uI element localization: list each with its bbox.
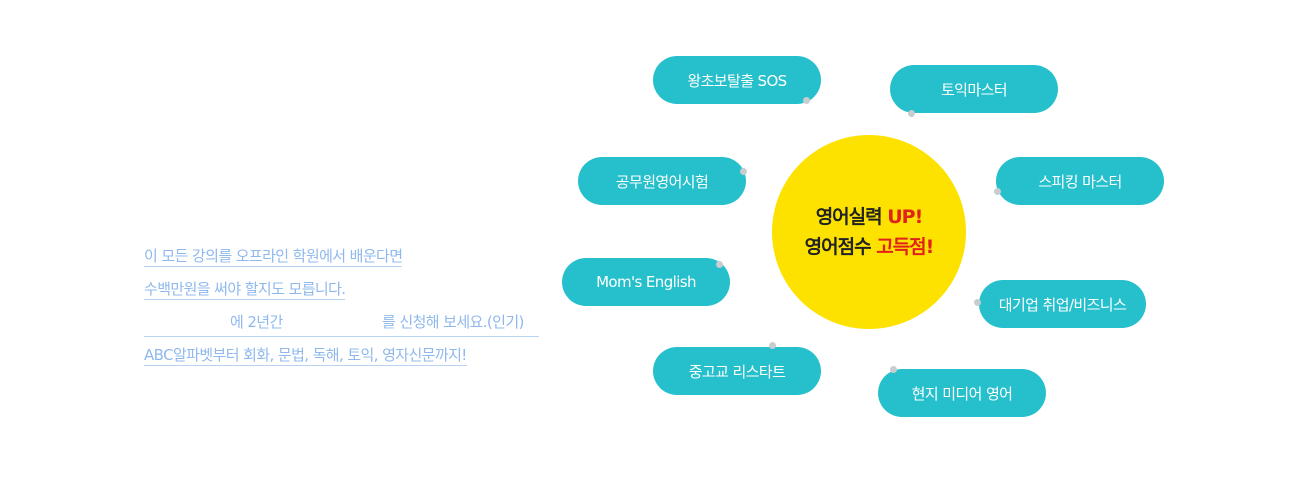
intro-line-3: 에 2년간 를 신청해 보세요.(인기) [144, 309, 539, 337]
center-line-2: 영어점수 고득점! [804, 236, 935, 258]
center-circle: 영어실력 UP! 영어점수 고득점! [772, 135, 966, 329]
pill-business-english[interactable]: 대기업 취업/비즈니스 [979, 280, 1146, 328]
pill-local-media-english[interactable]: 현지 미디어 영어 [878, 369, 1046, 417]
connector-dot [908, 110, 915, 117]
connector-dot [890, 366, 897, 373]
connector-dot [974, 299, 981, 306]
intro-line-3-part-2: 를 신청해 보세요.(인기) [382, 313, 524, 331]
pill-toeic-master[interactable]: 토익마스터 [890, 65, 1058, 113]
pill-school-restart[interactable]: 중고교 리스타트 [653, 347, 821, 395]
pill-moms-english[interactable]: Mom's English [562, 258, 730, 306]
intro-line-2: 수백만원을 써야 할지도 모릅니다. [144, 280, 346, 300]
connector-dot [803, 97, 810, 104]
pill-beginner-sos[interactable]: 왕초보탈출 SOS [653, 56, 821, 104]
connector-dot [994, 188, 1001, 195]
connector-dot [740, 168, 747, 175]
intro-text: 이 모든 강의를 오프라인 학원에서 배운다면 수백만원을 써야 할지도 모릅니… [144, 243, 564, 375]
connector-dot [716, 261, 723, 268]
center-highlight-score: 고득점! [876, 236, 934, 258]
center-highlight-up: UP! [887, 206, 923, 228]
intro-line-4: ABC알파벳부터 회화, 문법, 독해, 토익, 영자신문까지! [144, 346, 467, 366]
connector-dot [769, 342, 776, 349]
intro-line-1: 이 모든 강의를 오프라인 학원에서 배운다면 [144, 247, 403, 267]
pill-speaking-master[interactable]: 스피킹 마스터 [996, 157, 1164, 205]
center-line-1: 영어실력 UP! [815, 206, 924, 228]
intro-line-3-part-1: 에 2년간 [230, 313, 283, 331]
pill-civil-service-exam[interactable]: 공무원영어시험 [578, 157, 746, 205]
